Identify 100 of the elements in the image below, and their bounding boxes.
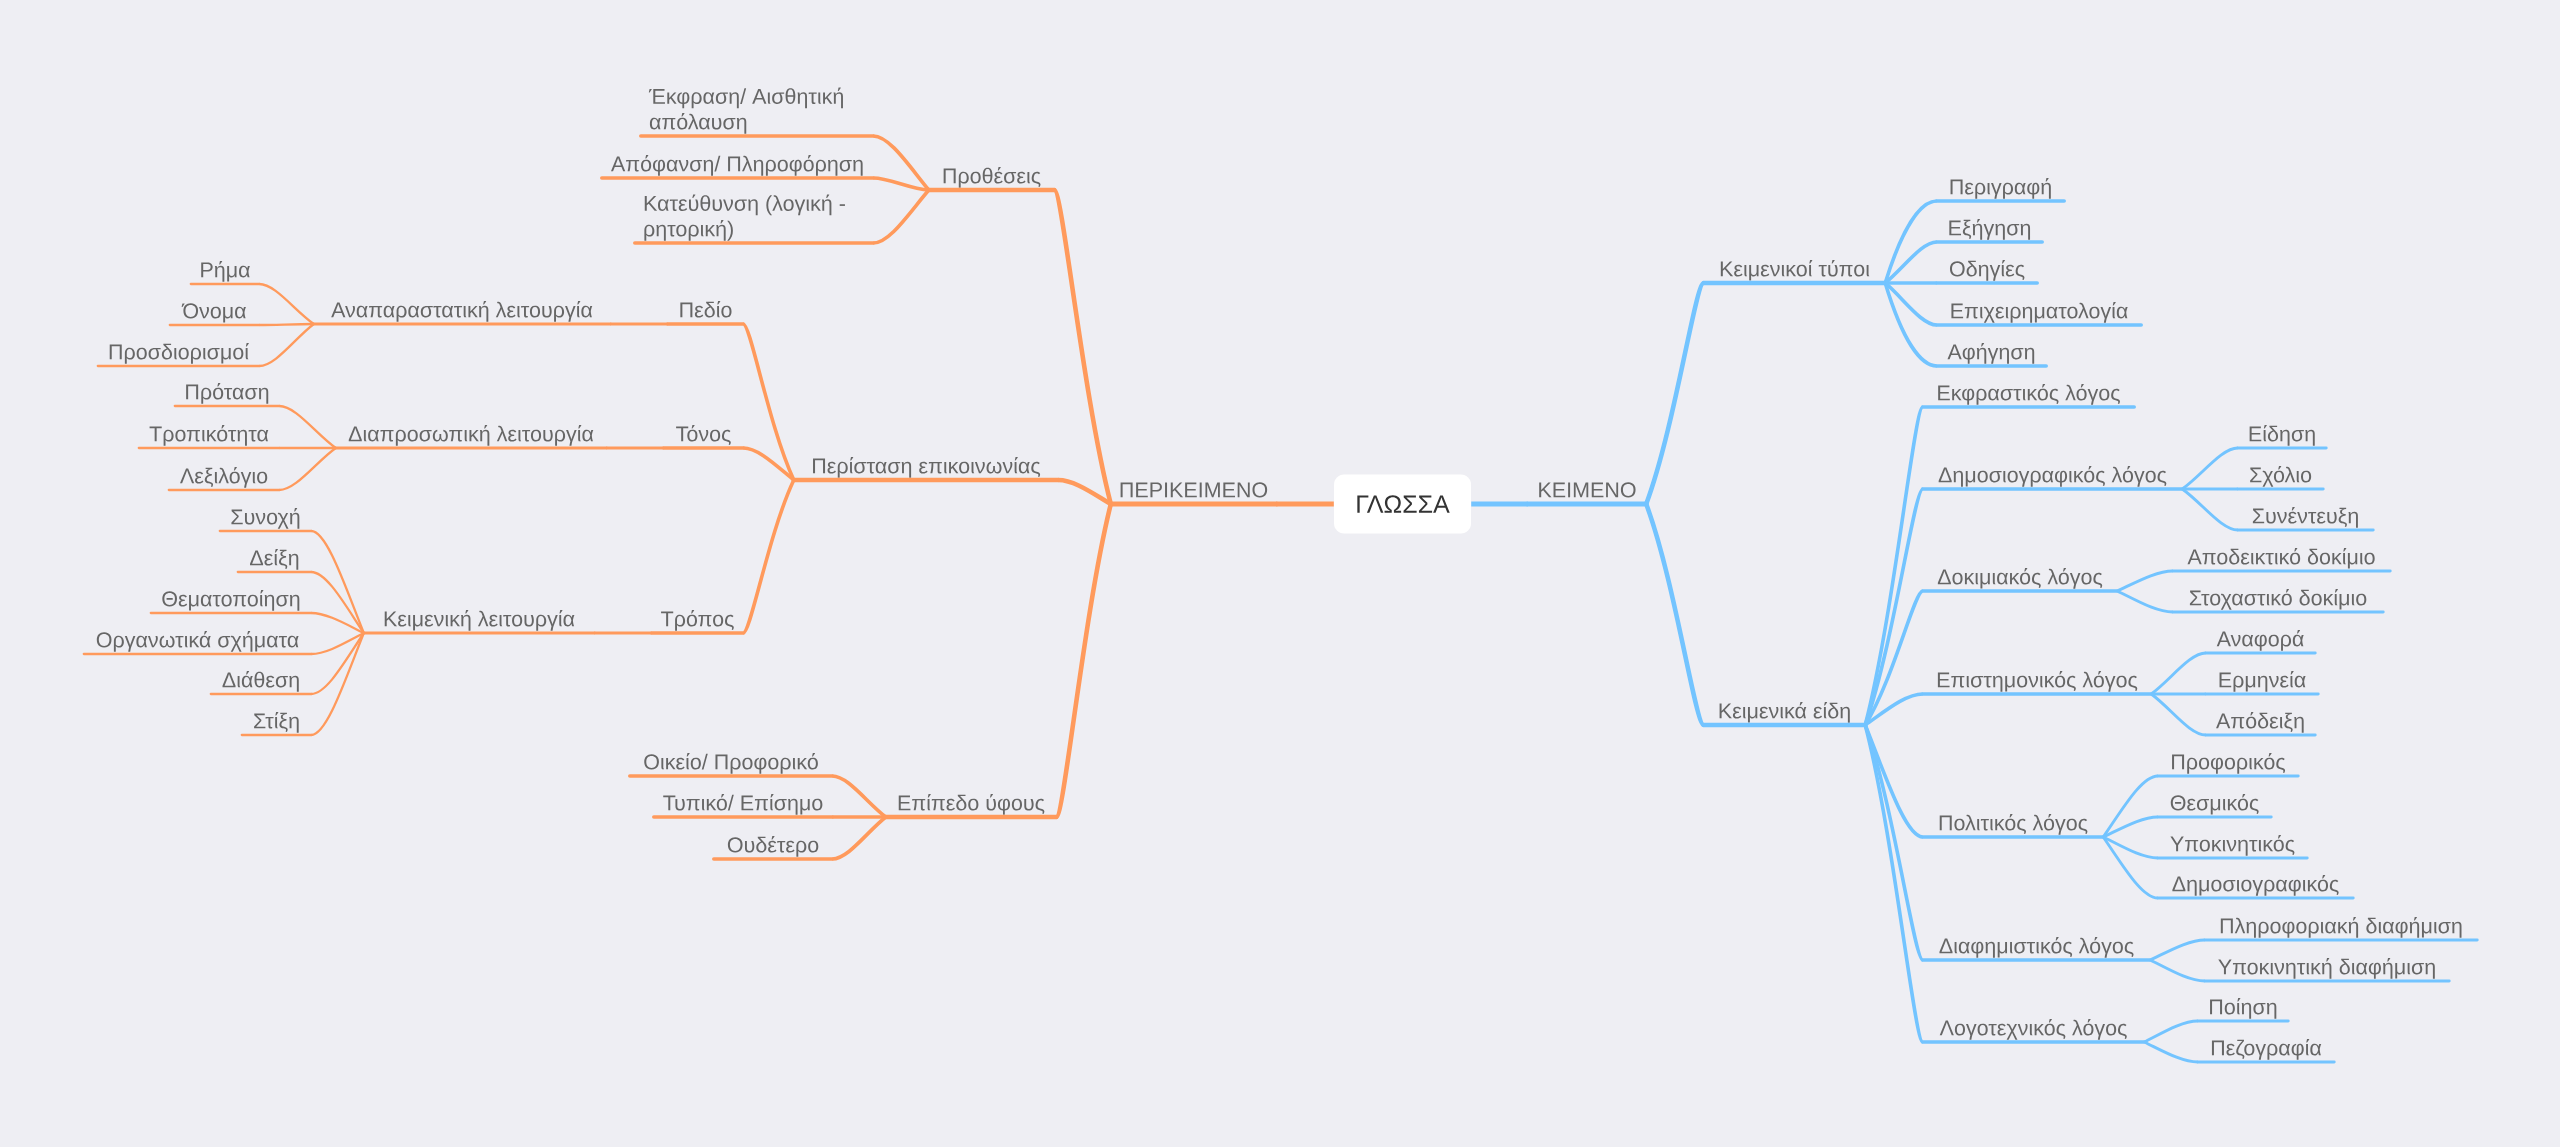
connector: [2149, 938, 2205, 962]
topic-label: Διαφημιστικός λόγος: [1921, 937, 2152, 962]
topic-label: Δημοσιογραφικός λόγος: [1921, 466, 2184, 491]
connector: [1884, 281, 1938, 327]
topic-label: Σχόλιο: [2236, 466, 2325, 491]
topic-label: Πρόταση: [173, 383, 281, 408]
connector: [2116, 569, 2173, 593]
topic-label: Διάθεση: [209, 671, 313, 696]
topic-label: Επιστημονικός λόγος: [1921, 671, 2153, 696]
connector: [2150, 651, 2206, 696]
connector: [279, 404, 337, 449]
connector: [1054, 503, 1114, 819]
topic-label: Αποδεικτικό δοκίμιο: [2171, 548, 2392, 573]
topic-label: Τροπικότητα: [137, 425, 281, 450]
topic-label: ΚΕΙΜΕΝΟ: [1525, 482, 1649, 507]
connector: [1863, 406, 1925, 726]
topic-label: Προσδιορισμοί: [96, 343, 261, 368]
connector: [311, 611, 365, 635]
topic-label: Λεξιλόγιο: [167, 467, 281, 492]
topic-label: Υποκινητική διαφήμιση: [2203, 958, 2451, 983]
topic-label: Οργανωτικά σχήματα: [82, 631, 313, 656]
topic-label: Προφορικός: [2156, 753, 2300, 778]
connector: [741, 322, 796, 481]
connector: [2181, 487, 2238, 532]
connector: [1884, 240, 1938, 285]
connector: [872, 188, 931, 245]
connector: [610, 322, 668, 326]
connector: [1644, 281, 1706, 505]
connector: [832, 815, 886, 819]
topic-label: Απόδειξη: [2204, 712, 2317, 737]
connector: [1864, 692, 1923, 727]
connector: [873, 176, 929, 192]
connector: [2143, 1040, 2198, 1064]
connector: [1058, 477, 1112, 506]
topic-label: Αναπαραστατική λειτουργία: [312, 301, 612, 326]
topic-label: Τυπικό/ Επίσημο: [652, 794, 834, 819]
topic-label: Δοκιμιακός λόγος: [1921, 568, 2119, 593]
connector: [279, 446, 336, 450]
connector: [1471, 501, 1528, 507]
connector: [1863, 589, 1924, 726]
topic-label: Εξήγηση: [1935, 219, 2044, 244]
topic-label: Δημοσιογραφικός: [2156, 875, 2355, 900]
connector: [831, 815, 887, 861]
connector: [311, 632, 365, 696]
topic-label: Έκφραση/ Αισθητική απόλαυση: [639, 87, 875, 138]
connector: [259, 322, 314, 327]
topic-label: Κατεύθυνση (λογική - ρητορική): [633, 194, 875, 245]
connector: [1883, 282, 1938, 368]
connector: [259, 282, 315, 325]
topic-label: Θεματοποίηση: [149, 590, 313, 615]
topic-label: Κειμενικοί τύποι: [1701, 260, 1888, 286]
topic-label: Συνέντευξη: [2236, 507, 2375, 532]
connector: [594, 631, 652, 635]
topic-label: Πολιτικός λόγος: [1921, 814, 2105, 839]
connector: [1052, 188, 1114, 505]
topic-label: Στίξη: [240, 712, 313, 737]
topic-label: Περίσταση επικοινωνίας: [791, 457, 1061, 483]
topic-label: Ρήμα: [189, 261, 261, 286]
topic-label: Ποίηση: [2196, 998, 2290, 1023]
topic-label: Προθέσεις: [926, 167, 1057, 193]
connector: [1885, 281, 1937, 285]
connector: [2182, 487, 2238, 491]
topic-label: Υποκινητικός: [2156, 835, 2309, 860]
topic-label: Λογοτεχνικός λόγος: [1921, 1019, 2146, 1044]
connector: [1644, 503, 1706, 727]
connector: [2102, 836, 2159, 900]
topic-label: Δείξη: [236, 549, 313, 574]
connector: [259, 323, 315, 368]
connector: [311, 570, 365, 634]
topic-label: Πεζογραφία: [2196, 1039, 2336, 1064]
connector: [743, 446, 795, 482]
topic-label: Επιχειρηματολογία: [1935, 302, 2143, 327]
topic-label: Αφήγηση: [1935, 343, 2048, 368]
topic-label: Απόφανση/ Πληροφόρηση: [600, 155, 875, 180]
connector: [2102, 815, 2158, 839]
connector: [1883, 199, 1938, 284]
topic-label: Συνοχή: [218, 508, 313, 533]
topic-label: Είδηση: [2236, 425, 2328, 450]
connector: [2116, 589, 2173, 614]
connector: [2102, 774, 2159, 838]
central-topic-box: ΓΛΩΣΣΑ: [1334, 474, 1471, 534]
connector: [2143, 1019, 2198, 1044]
connector: [311, 632, 365, 656]
topic-label: Οικείο/ Προφορικό: [628, 753, 834, 778]
connector: [279, 447, 337, 492]
topic-label: Κειμενικά είδη: [1701, 702, 1868, 728]
topic-label: Στοχαστικό δοκίμιο: [2171, 589, 2385, 614]
topic-label: Τρόπος: [650, 610, 745, 635]
topic-label: Ερμηνεία: [2204, 671, 2320, 696]
topic-label: Οδηγίες: [1935, 260, 2039, 285]
connector: [2150, 692, 2206, 737]
connector: [2149, 958, 2205, 983]
topic-label: Όνομα: [168, 303, 261, 327]
connector: [1276, 501, 1334, 507]
connector: [2181, 446, 2238, 491]
connector: [2151, 692, 2206, 696]
topic-label: Διαπροσωπική λειτουργία: [334, 425, 608, 450]
topic-label: Ουδέτερο: [712, 836, 834, 861]
topic-label: Θεσμικός: [2156, 794, 2273, 819]
topic-label: Επίπεδο ύφους: [883, 794, 1059, 820]
